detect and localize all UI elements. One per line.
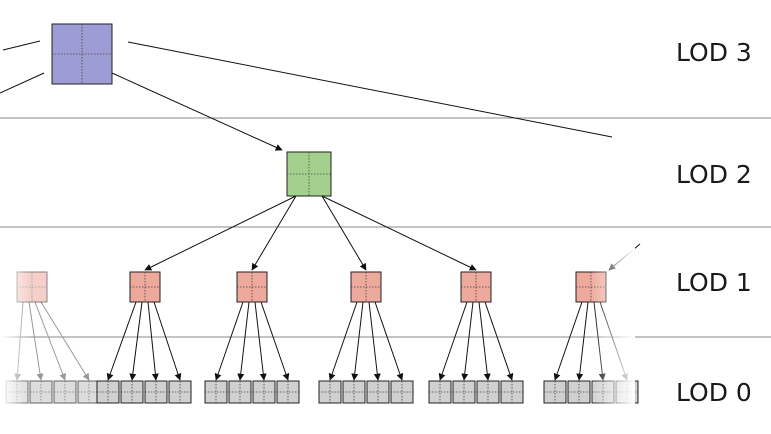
edge-line <box>127 41 613 138</box>
edge-arrow <box>111 72 283 151</box>
edge-arrow <box>237 301 250 381</box>
lod-3-label: LOD 3 <box>676 38 752 67</box>
edge-arrow <box>40 301 90 381</box>
edge-line <box>2 40 41 51</box>
left-fade-overlay <box>0 230 30 430</box>
lod-0-cell <box>168 380 192 404</box>
edge-arrow <box>144 195 297 271</box>
lod-1-node <box>460 271 492 303</box>
edges <box>0 40 641 381</box>
lod-0-cell <box>120 380 144 404</box>
lod-0-cell <box>342 380 366 404</box>
lod-0-cell <box>29 380 53 404</box>
edge-arrow <box>478 301 491 381</box>
lod-0-cell <box>96 380 120 404</box>
lod-0-cell <box>500 380 524 404</box>
edge-arrow <box>374 301 404 381</box>
lod-2-node <box>286 151 332 197</box>
lod-0-cell <box>276 380 300 404</box>
lod-0-cell <box>390 380 414 404</box>
edge-arrow <box>553 301 583 381</box>
edge-line <box>0 72 45 94</box>
lod-0-cell <box>567 380 591 404</box>
edge-arrow <box>260 301 290 381</box>
edge-arrow <box>351 301 364 381</box>
lod-1-node <box>129 271 161 303</box>
edge-arrow <box>251 195 297 271</box>
lod-0-cell <box>318 380 342 404</box>
edge-arrow <box>214 301 244 381</box>
edge-arrow <box>106 301 137 381</box>
level-separators <box>0 117 771 338</box>
edge-arrow <box>321 195 367 271</box>
lod-2-label: LOD 2 <box>676 160 752 189</box>
lod-3-node <box>51 23 113 85</box>
edge-arrow <box>34 301 67 381</box>
lod-0-cell <box>252 380 276 404</box>
lod-0-cell <box>452 380 476 404</box>
edge-arrow <box>438 301 468 381</box>
edge-arrow <box>28 301 44 381</box>
lod-0-cell <box>476 380 500 404</box>
lod-0-cell <box>204 380 228 404</box>
lod-0-label: LOD 0 <box>676 378 752 407</box>
edge-arrow <box>461 301 474 381</box>
lod-1-label: LOD 1 <box>676 268 752 297</box>
edge-arrow <box>484 301 514 381</box>
edge-arrow <box>254 301 267 381</box>
edge-arrow <box>129 301 143 381</box>
nodes <box>5 23 639 404</box>
edge-arrow <box>576 301 589 381</box>
lod-0-cell <box>228 380 252 404</box>
lod-1-node <box>350 271 382 303</box>
right-fade-overlay <box>590 230 635 430</box>
edge-arrow <box>368 301 381 381</box>
edge-arrow <box>153 301 182 381</box>
lod-0-cell <box>53 380 77 404</box>
edge-arrow <box>328 301 358 381</box>
lod-0-cell <box>366 380 390 404</box>
lod-1-node <box>236 271 268 303</box>
edge-arrow <box>147 301 159 381</box>
lod-0-cell <box>543 380 567 404</box>
lod-0-cell <box>428 380 452 404</box>
lod-0-cell <box>144 380 168 404</box>
edge-arrow <box>321 195 477 271</box>
